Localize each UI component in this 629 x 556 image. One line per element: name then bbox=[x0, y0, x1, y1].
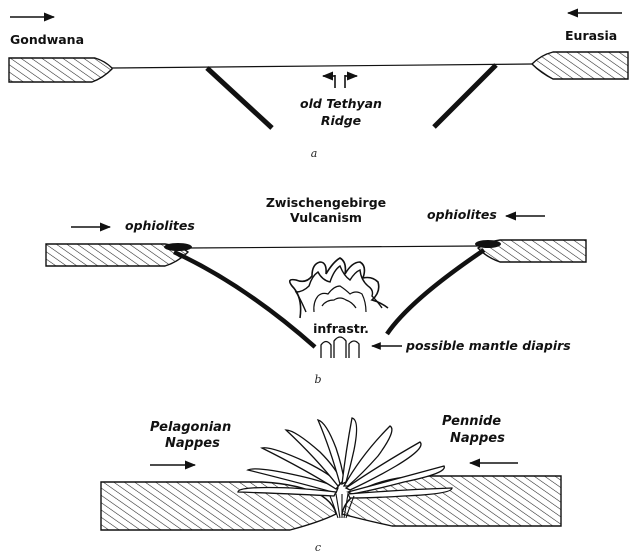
ophiolite-lens-right bbox=[475, 240, 501, 248]
mantle-diapirs bbox=[321, 337, 359, 358]
right-slab bbox=[434, 65, 496, 127]
gondwana-crust bbox=[9, 58, 112, 82]
pennide-label-line2: Nappes bbox=[450, 431, 505, 446]
pennide-crust-block bbox=[342, 476, 561, 526]
zwischengebirge-label: Zwischengebirge bbox=[266, 195, 386, 210]
right-slab-b bbox=[387, 250, 484, 334]
ophiolites-left-label: ophiolites bbox=[125, 218, 195, 233]
left-slab-b bbox=[174, 252, 315, 347]
panel-b: Zwischengebirge Vulcanism ophiolites oph… bbox=[46, 195, 586, 386]
panel-a: Gondwana Eurasia old Tethyan Ridge a bbox=[9, 13, 628, 160]
ophiolites-right-label: ophiolites bbox=[427, 207, 497, 222]
ophiolite-lens-left bbox=[164, 243, 192, 251]
ocean-surface-line bbox=[112, 64, 532, 68]
left-slab bbox=[207, 68, 272, 128]
caption-c: c bbox=[315, 541, 321, 554]
diapirs-label: possible mantle diapirs bbox=[405, 338, 571, 353]
pelagonian-label-line2: Nappes bbox=[165, 436, 220, 451]
infrastructure-folds bbox=[290, 258, 388, 318]
gondwana-label: Gondwana bbox=[10, 32, 84, 47]
ridge-label-line2: Ridge bbox=[321, 113, 361, 128]
caption-a: a bbox=[311, 147, 318, 160]
infrastructure-label: infrastr. bbox=[313, 321, 369, 336]
eurasia-label: Eurasia bbox=[565, 28, 617, 43]
pennide-label-line1: Pennide bbox=[442, 414, 501, 429]
caption-b: b bbox=[314, 373, 321, 386]
ocean-surface-line-b bbox=[188, 246, 478, 248]
ridge-label-line1: old Tethyan bbox=[300, 96, 382, 111]
pelagonian-label-line1: Pelagonian bbox=[150, 420, 231, 435]
eurasia-crust bbox=[532, 52, 628, 79]
vulcanism-label: Vulcanism bbox=[290, 210, 362, 225]
spreading-ridge-symbol bbox=[323, 75, 357, 88]
panel-c: Pelagonian Nappes Pennide Nappes bbox=[101, 414, 561, 554]
